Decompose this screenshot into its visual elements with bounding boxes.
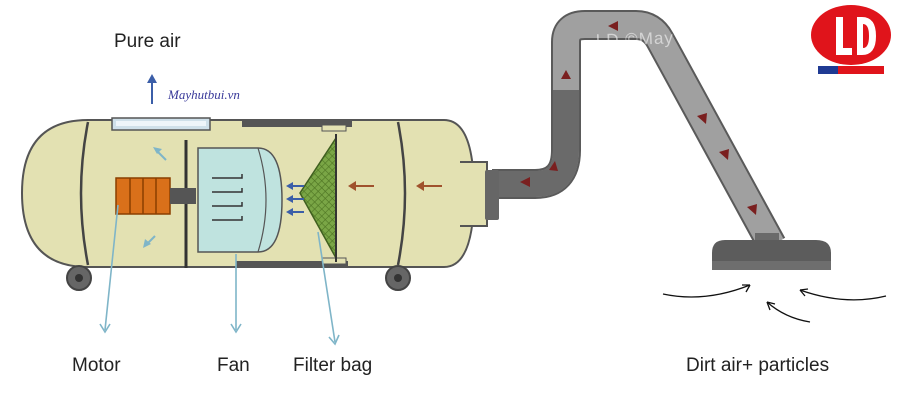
website-watermark: Mayhutbui.vn (167, 87, 240, 102)
motor-label: Motor (72, 355, 121, 376)
suction-arrows (662, 284, 887, 323)
ld-logo (811, 5, 891, 74)
dirt-air-label: Dirt air+ particles (686, 355, 829, 376)
motor-block (115, 177, 196, 215)
filter-bag-label: Filter bag (293, 355, 372, 376)
pure-air-arrow (147, 74, 157, 104)
internal-airflow-arrows (143, 147, 442, 248)
hose-watermark: LD ©May hut (595, 27, 706, 50)
fan-label: Fan (217, 355, 250, 376)
filter-bag (299, 134, 337, 262)
leader-lines (99, 204, 340, 346)
fan-unit (197, 147, 283, 253)
floor-nozzle (712, 233, 831, 270)
hose: LD ©May hut (492, 10, 786, 253)
hose-airflow-arrows (520, 21, 757, 215)
pure-air-label: Pure air (114, 31, 181, 52)
